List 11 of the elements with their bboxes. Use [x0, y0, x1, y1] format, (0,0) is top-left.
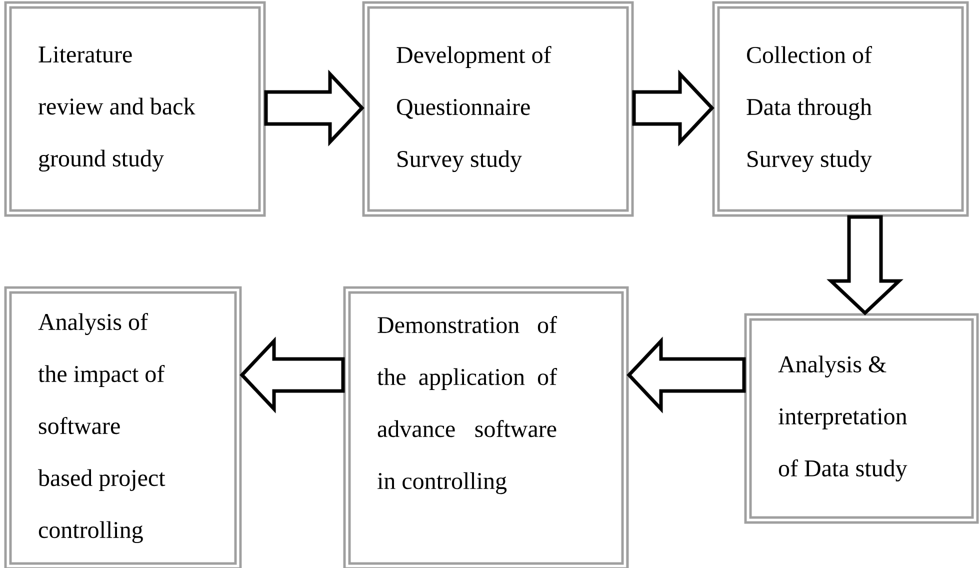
process-box: Demonstration of the application of advance software in controlling — [343, 286, 629, 568]
process-box: Analysis of the impact of software based project controlling — [4, 286, 242, 568]
block-arrow — [632, 70, 714, 146]
process-box: Analysis & interpretation of Data study — [744, 313, 979, 524]
block-arrow — [826, 215, 904, 316]
block-arrow — [626, 336, 746, 414]
block-arrow — [264, 70, 364, 146]
process-box: Literature review and back ground study — [4, 1, 266, 217]
block-arrow — [240, 336, 345, 414]
process-box: Collection of Data through Survey study — [712, 1, 969, 217]
process-box: Development of Questionnaire Survey study — [362, 1, 634, 217]
